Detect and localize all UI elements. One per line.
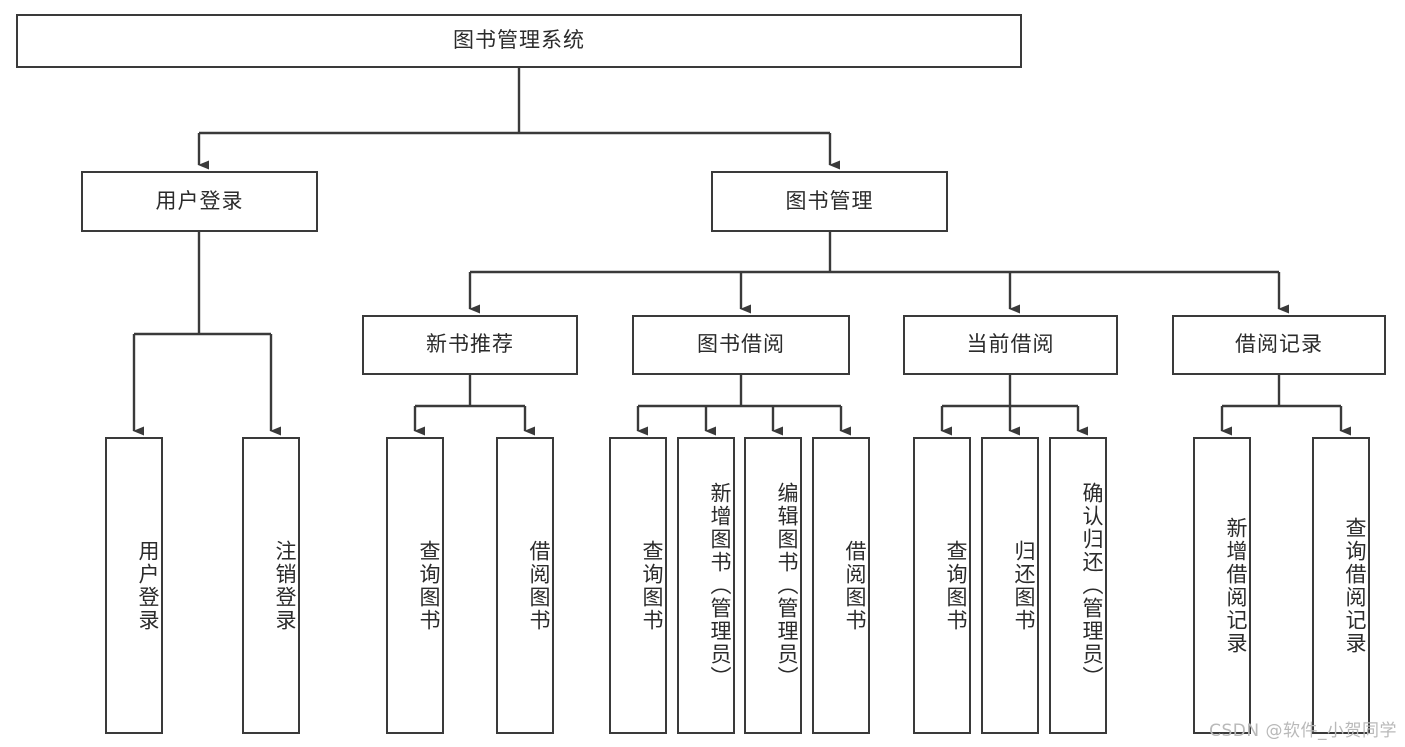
node-user-login-label: 用户登录 bbox=[155, 188, 244, 213]
node-book-borrow-label: 图书借阅 bbox=[697, 332, 785, 357]
leaf-cb-query-book-label: 查询图书 bbox=[944, 539, 968, 632]
node-current-borrow[interactable]: 当前借阅 bbox=[903, 315, 1118, 375]
leaf-nb-query-book-label: 查询图书 bbox=[417, 539, 441, 632]
node-root-label: 图书管理系统 bbox=[453, 28, 585, 53]
leaf-br-add-record-label: 新增借阅记录 bbox=[1224, 516, 1248, 655]
leaf-nb-query-book[interactable]: 查询图书 bbox=[386, 437, 444, 734]
leaf-logout-label: 注销登录 bbox=[273, 539, 297, 632]
leaf-cb-return-book[interactable]: 归还图书 bbox=[981, 437, 1039, 734]
node-book-manage-label: 图书管理 bbox=[785, 188, 874, 213]
leaf-bb-add-book-label: 新增图书（管理员） bbox=[708, 482, 732, 689]
leaf-user-login-label: 用户登录 bbox=[136, 539, 160, 632]
node-borrow-record-label: 借阅记录 bbox=[1235, 332, 1323, 357]
leaf-br-query-record[interactable]: 查询借阅记录 bbox=[1312, 437, 1370, 734]
leaf-nb-borrow-book-label: 借阅图书 bbox=[527, 539, 551, 632]
leaf-bb-edit-book[interactable]: 编辑图书（管理员） bbox=[744, 437, 802, 734]
leaf-cb-confirm-return-label: 确认归还（管理员） bbox=[1080, 482, 1104, 689]
leaf-cb-return-book-label: 归还图书 bbox=[1012, 539, 1036, 632]
node-new-book-recommend-label: 新书推荐 bbox=[426, 332, 514, 357]
node-borrow-record[interactable]: 借阅记录 bbox=[1172, 315, 1386, 375]
leaf-bb-query-book[interactable]: 查询图书 bbox=[609, 437, 667, 734]
leaf-br-query-record-label: 查询借阅记录 bbox=[1343, 516, 1367, 655]
leaf-cb-query-book[interactable]: 查询图书 bbox=[913, 437, 971, 734]
watermark: CSDN @软件_小贺同学 bbox=[1209, 721, 1397, 741]
node-user-login[interactable]: 用户登录 bbox=[81, 171, 318, 232]
leaf-logout[interactable]: 注销登录 bbox=[242, 437, 300, 734]
node-new-book-recommend[interactable]: 新书推荐 bbox=[362, 315, 578, 375]
leaf-bb-borrow-book-label: 借阅图书 bbox=[843, 539, 867, 632]
leaf-bb-query-book-label: 查询图书 bbox=[640, 539, 664, 632]
leaf-bb-borrow-book[interactable]: 借阅图书 bbox=[812, 437, 870, 734]
leaf-bb-edit-book-label: 编辑图书（管理员） bbox=[775, 482, 799, 689]
leaf-user-login[interactable]: 用户登录 bbox=[105, 437, 163, 734]
leaf-br-add-record[interactable]: 新增借阅记录 bbox=[1193, 437, 1251, 734]
leaf-cb-confirm-return[interactable]: 确认归还（管理员） bbox=[1049, 437, 1107, 734]
leaf-bb-add-book[interactable]: 新增图书（管理员） bbox=[677, 437, 735, 734]
node-current-borrow-label: 当前借阅 bbox=[966, 332, 1055, 357]
node-root[interactable]: 图书管理系统 bbox=[16, 14, 1022, 68]
node-book-manage[interactable]: 图书管理 bbox=[711, 171, 948, 232]
leaf-nb-borrow-book[interactable]: 借阅图书 bbox=[496, 437, 554, 734]
node-book-borrow[interactable]: 图书借阅 bbox=[632, 315, 850, 375]
